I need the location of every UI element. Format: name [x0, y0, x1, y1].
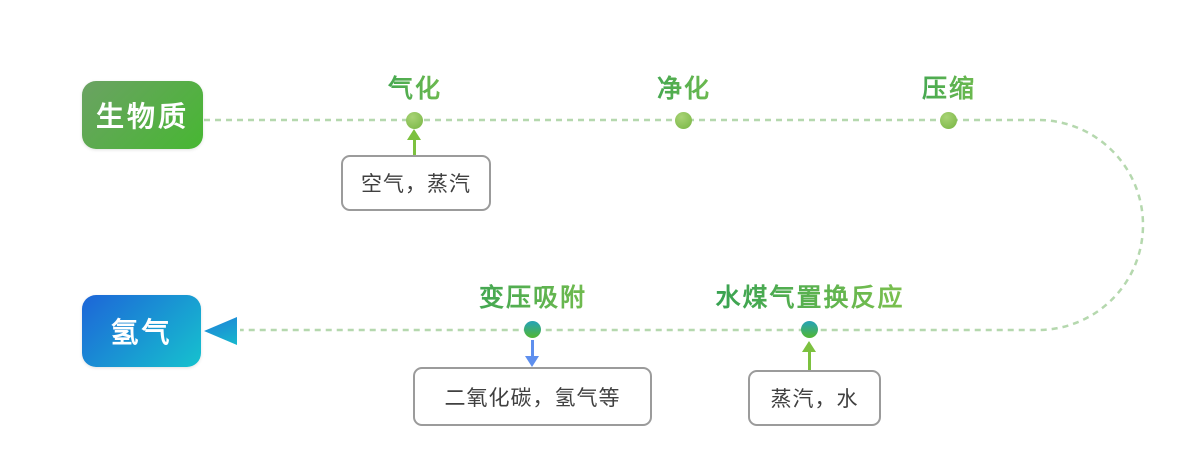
step-label-purification: 净化 — [624, 69, 744, 105]
step-dot-purification — [675, 112, 692, 129]
hydrogen-node: 氢气 — [82, 295, 201, 367]
step-dot-compression — [940, 112, 957, 129]
step-label-pressure-swing-adsorption: 变压吸附 — [433, 278, 633, 314]
down-arrow-icon — [525, 356, 539, 367]
psa-output-arrow-stem — [531, 340, 534, 357]
step-label-water-gas-shift-reaction: 水煤气置换反应 — [690, 278, 930, 314]
step-label-compression: 压缩 — [889, 69, 1009, 105]
psa-output-box: 二氧化碳，氢气等 — [413, 367, 652, 426]
step-dot-gasification — [406, 112, 423, 129]
shift-input-box: 蒸汽，水 — [748, 370, 881, 426]
shift-input-arrow-stem — [808, 351, 811, 370]
step-dot-water-gas-shift-reaction — [801, 321, 818, 338]
up-arrow-icon — [407, 129, 421, 140]
step-label-gasification: 气化 — [355, 69, 475, 105]
biomass-node: 生物质 — [82, 81, 203, 149]
process-flow-dashed-path — [204, 118, 1145, 332]
gasification-input-arrow-stem — [413, 139, 416, 155]
up-arrow-icon — [802, 341, 816, 352]
gasification-input-box: 空气，蒸汽 — [341, 155, 491, 211]
step-dot-pressure-swing-adsorption — [524, 321, 541, 338]
